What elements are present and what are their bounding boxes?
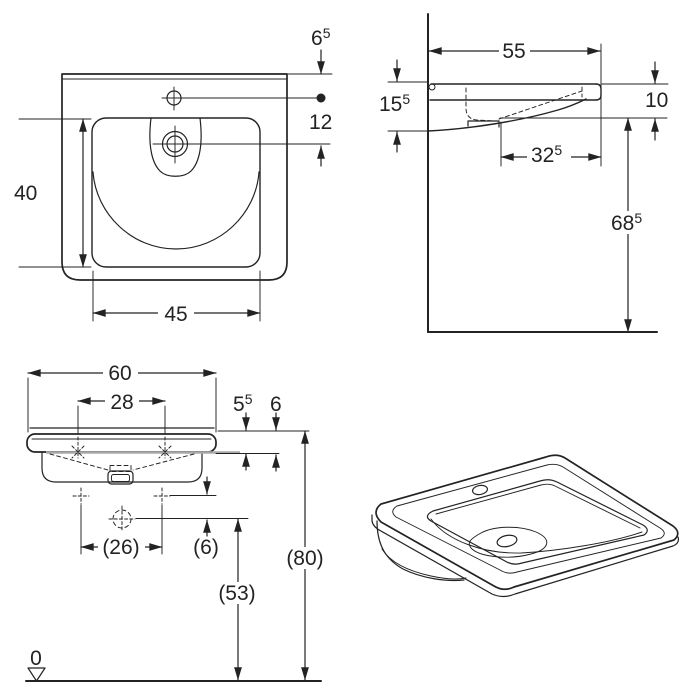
dim-dot-terminator [316,93,326,103]
datum-triangle-icon [27,667,46,682]
front-drain-outlet [49,453,195,485]
dim-label-tap-to-drain: 12 [309,111,332,134]
dim-total-depth: 55 [428,40,602,167]
front-basin-outline [26,427,280,483]
perspective-underbody-edge [381,548,467,580]
dim-rim-height: (80) [284,430,327,681]
dim-bowl-depth: 40 [14,118,92,268]
dim-bracket-to-drain-drop: (6) [193,476,219,559]
dim-label-rim-height: (80) [286,547,323,570]
dim-label-front-edge-height: 10 [645,89,668,112]
front-fixing-holes [71,436,172,459]
dim-underside-clearance-height: 685 [608,117,650,333]
view-front: 60 28 55 6 (26) [25,362,327,682]
dim-label-bowl-depth: 40 [14,182,37,205]
plan-basin-outline [61,73,288,281]
dim-underside-drop: 6 [270,393,282,472]
dim-drain-height: (53) [216,518,259,681]
perspective-bowl-bottom-curve [430,518,643,554]
dim-front-lip-drop: 55 [217,391,310,471]
perspective-drain-recess [468,526,548,558]
dim-tap-to-drain: 12 [309,111,332,167]
dim-label-front-lip-drop: 55 [233,391,253,416]
perspective-bowl-lip [426,479,648,565]
dim-label-bowl-width: 45 [164,303,187,326]
dim-label-bracket-hole-spacing: (26) [102,536,139,559]
perspective-rim-outline [375,454,679,591]
dim-label-clearance-depth: 325 [531,142,562,167]
dim-label-bracket-to-drain-drop: (6) [193,536,219,559]
side-underside-curve [427,98,587,132]
view-plan: 65 12 40 45 [14,25,333,326]
front-bracket-holes [72,487,217,505]
dim-label-rear-edge-height: 155 [379,91,410,116]
dim-label-total-depth: 55 [502,40,525,63]
perspective-faucet-hole [471,484,489,496]
dim-label-underside-drop: 6 [270,393,282,416]
dim-label-tap-setback: 65 [311,25,331,50]
dim-bowl-width: 45 [92,270,261,326]
perspective-drain-hole [496,534,518,548]
dim-front-edge-height: 10 [601,61,669,141]
dim-clearance-depth: 325 [500,121,602,167]
view-side: 55 155 10 685 325 [379,13,669,333]
dim-label-total-width: 60 [108,362,131,385]
side-basin-profile [427,83,602,132]
dim-total-width: 60 [27,362,217,433]
perspective-bowl-lip-inner [435,483,641,529]
dim-fixing-hole-spacing: 28 [77,391,166,434]
datum-symbol: 0 [27,647,46,682]
dim-bracket-hole-spacing: (26) [80,504,163,559]
perspective-underbody [376,520,465,582]
plan-faucet-hole [161,86,326,111]
dim-label-fixing-hole-spacing: 28 [110,391,133,414]
dim-tap-setback: 65 [287,25,333,75]
view-perspective [371,454,680,598]
front-drain-wall-hole [108,505,249,533]
plan-drain-recess [149,117,202,177]
side-hidden-bowl [465,87,496,122]
dim-label-underside-clearance-height: 685 [611,210,642,235]
side-drain-boss [467,120,500,128]
perspective-deck-edge [392,463,665,574]
front-bowl-body [41,451,203,483]
dim-label-drain-height: (53) [218,582,255,605]
dim-label-datum-level: 0 [30,647,42,670]
dim-rear-edge-height: 155 [379,59,428,153]
perspective-rim-face [371,514,680,598]
plan-bowl-curve [92,171,260,250]
plan-drain-hole [152,125,331,164]
